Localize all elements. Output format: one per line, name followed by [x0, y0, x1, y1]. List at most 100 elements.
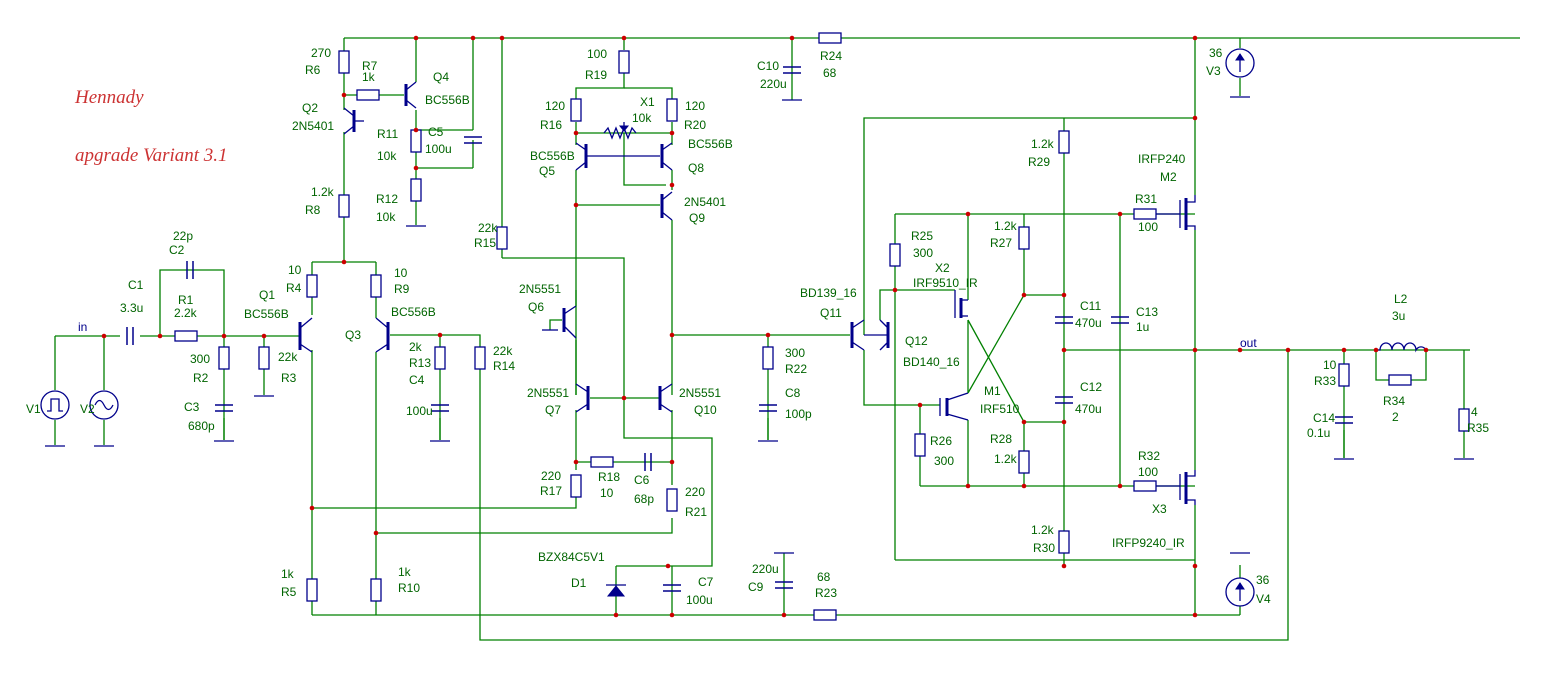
label-v2: V2 — [80, 402, 95, 416]
label-r23: R23 — [815, 586, 837, 600]
label-x1: X1 — [640, 95, 655, 109]
label-r29-val: 1.2k — [1031, 137, 1055, 151]
label-r1: R1 — [178, 293, 194, 307]
label-q4-type: BC556B — [425, 93, 470, 107]
label-r10: R10 — [398, 581, 420, 595]
label-r14: R14 — [493, 359, 515, 373]
label-q8-type: BC556B — [688, 137, 733, 151]
label-r22: R22 — [785, 362, 807, 376]
label-m1-type: IRF510 — [980, 402, 1020, 416]
label-c9-val: 220u — [752, 562, 779, 576]
label-x3-type: IRFP9240_IR — [1112, 536, 1185, 550]
label-r33: R33 — [1314, 374, 1336, 388]
label-r19: R19 — [585, 68, 607, 82]
label-r3: R3 — [281, 371, 297, 385]
label-r24: R24 — [820, 49, 842, 63]
label-r8-val: 1.2k — [311, 185, 335, 199]
label-v1: V1 — [26, 402, 41, 416]
label-c1-val: 3.3u — [120, 301, 143, 315]
ground-symbols — [45, 96, 1474, 554]
label-r21-val: 220 — [685, 485, 705, 499]
label-c5-val: 100u — [425, 142, 452, 156]
label-r12: R12 — [376, 192, 398, 206]
label-c8: C8 — [785, 386, 801, 400]
label-q12-type: BD140_16 — [903, 355, 960, 369]
label-r4: R4 — [286, 281, 302, 295]
label-r13: R13 — [409, 356, 431, 370]
label-r22-val: 300 — [785, 346, 805, 360]
label-r30: R30 — [1033, 541, 1055, 555]
label-r25-val: 300 — [913, 246, 933, 260]
label-r31-val: 100 — [1138, 220, 1158, 234]
label-r16: R16 — [540, 118, 562, 132]
label-m2: M2 — [1160, 170, 1177, 184]
net-label-out: out — [1240, 336, 1257, 350]
label-r5-val: 1k — [281, 567, 295, 581]
label-r27-val: 1.2k — [994, 219, 1018, 233]
label-r35-val: 4 — [1471, 405, 1478, 419]
label-r11-val: 10k — [377, 149, 397, 163]
label-r29: R29 — [1028, 155, 1050, 169]
label-q11-type: BD139_16 — [800, 286, 857, 300]
label-q1: Q1 — [259, 288, 275, 302]
label-q11: Q11 — [820, 306, 842, 320]
label-c5: C5 — [428, 125, 444, 139]
wires — [54, 37, 1520, 641]
label-r20-val: 120 — [685, 99, 705, 113]
label-r6: 270 — [311, 46, 331, 60]
label-d1-type: BZX84C5V1 — [538, 550, 605, 564]
label-c4: C4 — [409, 373, 425, 387]
label-r26-val: 300 — [934, 454, 954, 468]
label-c7: C7 — [698, 575, 714, 589]
potentiometer-x1 — [603, 122, 637, 140]
label-r24-val: 68 — [823, 66, 837, 80]
label-c1: C1 — [128, 278, 144, 292]
label-r34-val: 2 — [1392, 410, 1399, 424]
label-x2-type: IRF9510_IR — [913, 276, 978, 290]
label-q9-type: 2N5401 — [684, 195, 726, 209]
label-r15-val: 22k — [478, 221, 498, 235]
label-q4: Q4 — [433, 70, 449, 84]
label-r16-val: 120 — [545, 99, 565, 113]
label-c6: C6 — [634, 473, 650, 487]
net-label-in: in — [78, 320, 87, 334]
label-q2: Q2 — [302, 101, 318, 115]
label-c3-val: 680p — [188, 419, 215, 433]
label-r19-val: 100 — [587, 47, 607, 61]
label-c10-val: 220u — [760, 77, 787, 91]
label-r7-val: 1k — [362, 70, 376, 84]
label-r32: R32 — [1138, 449, 1160, 463]
label-c2-val: 22p — [173, 229, 193, 243]
label-r33-val: 10 — [1323, 358, 1337, 372]
signal-sources — [40, 48, 1255, 607]
label-r28: R28 — [990, 432, 1012, 446]
label-r23-val: 68 — [817, 570, 831, 584]
resistors — [174, 32, 1470, 621]
label-q9: Q9 — [689, 211, 705, 225]
label-c2: C2 — [169, 243, 185, 257]
label-r25: R25 — [911, 229, 933, 243]
label-r17-val: 220 — [541, 469, 561, 483]
label-r6-ref: R6 — [305, 63, 321, 77]
label-r8: R8 — [305, 203, 321, 217]
label-q8: Q8 — [688, 161, 704, 175]
label-r3-val: 22k — [278, 350, 298, 364]
label-c11: C11 — [1080, 299, 1101, 313]
label-q6-type: 2N5551 — [519, 282, 561, 296]
label-c9: C9 — [748, 580, 764, 594]
title-line-2: apgrade Variant 3.1 — [75, 145, 228, 166]
label-q12: Q12 — [905, 334, 928, 348]
label-c4-val: 100u — [406, 404, 433, 418]
label-c8-val: 100p — [785, 407, 812, 421]
label-c14-val: 0.1u — [1307, 426, 1330, 440]
label-c12-val: 470u — [1075, 402, 1102, 416]
label-r1-val: 2.2k — [174, 306, 198, 320]
label-r28-val: 1.2k — [994, 452, 1018, 466]
label-q7-type: 2N5551 — [527, 386, 569, 400]
label-x2: X2 — [935, 261, 950, 275]
label-r7: R7 — [362, 59, 378, 73]
label-v3-val: 36 — [1209, 46, 1223, 60]
label-r9-val: 10 — [394, 266, 408, 280]
label-r14-val: 22k — [493, 344, 513, 358]
